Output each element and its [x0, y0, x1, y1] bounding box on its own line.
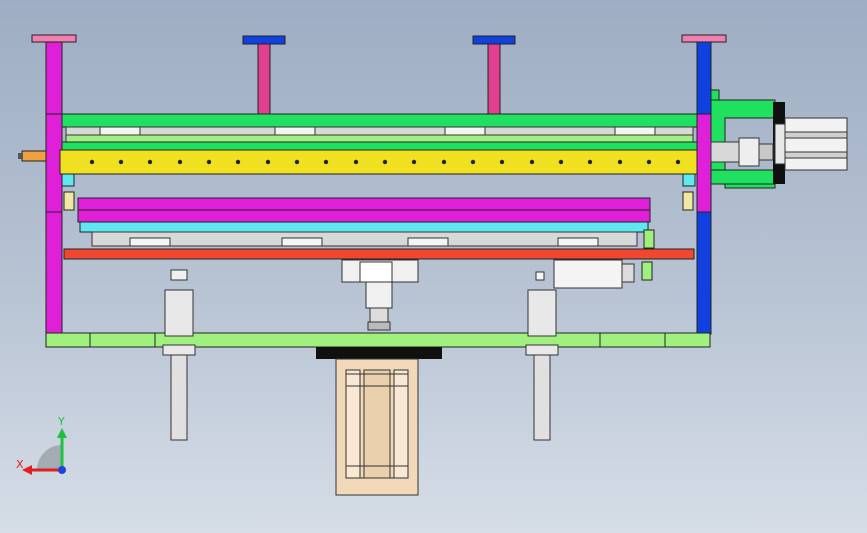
y-axis-label: Y [57, 415, 65, 428]
upper-linear-rail [61, 113, 698, 151]
left-column [45, 113, 63, 335]
guide-post-left [162, 269, 196, 441]
center-spindle [341, 259, 419, 331]
view-triad: Y X [16, 415, 67, 475]
guide-post-right [525, 289, 559, 441]
x-axis-label: X [16, 458, 24, 471]
base-plate-red [63, 248, 695, 260]
work-table [77, 197, 651, 233]
right-column [696, 113, 712, 335]
top-pad-center-left [242, 35, 286, 117]
servo-motor [774, 117, 848, 171]
coupling [710, 137, 774, 167]
left-fitting [18, 150, 47, 162]
lower-linear-rail [91, 229, 655, 249]
base-frame [45, 332, 711, 348]
pneumatic-cylinder [535, 259, 653, 289]
limit-sensor-left [61, 173, 75, 211]
perforated-beam [59, 149, 698, 175]
limit-sensor-right [682, 173, 696, 211]
top-pad-left [31, 34, 77, 115]
top-pad-center-right [472, 35, 516, 117]
lower-motor [316, 347, 442, 496]
